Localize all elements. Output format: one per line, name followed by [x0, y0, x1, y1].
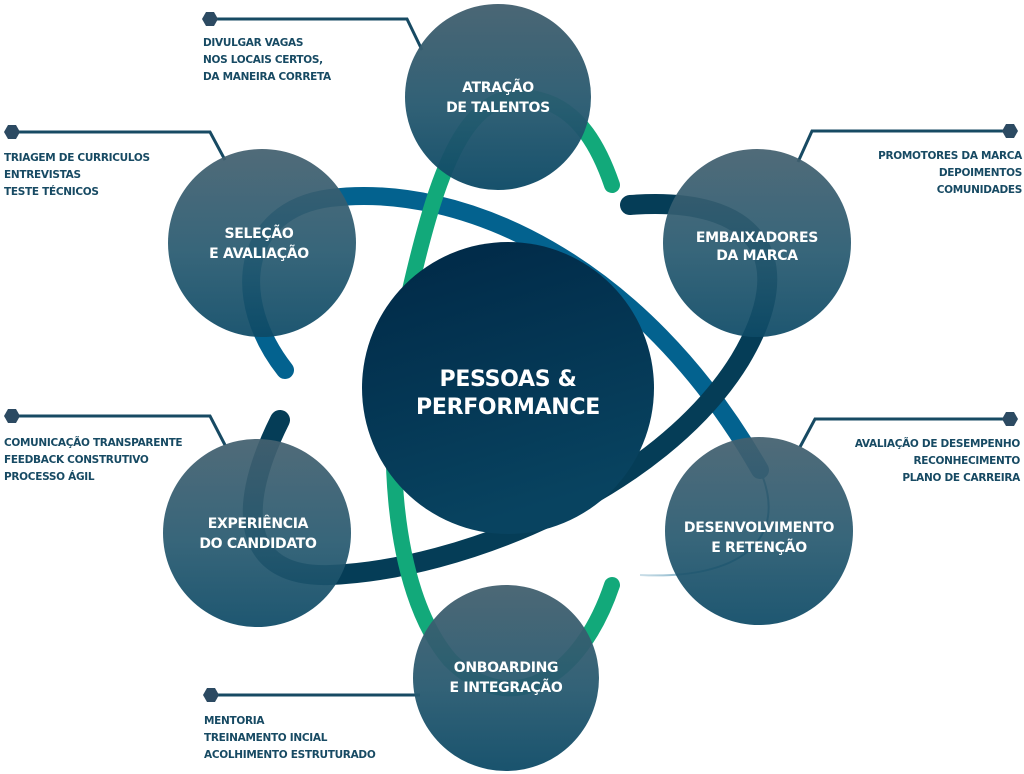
node-circle: [413, 585, 599, 771]
note-item: AVALIAÇÃO DE DESEMPENHO: [854, 438, 1020, 450]
note-item: PROCESSO ÁGIL: [4, 471, 95, 483]
node-circle: [665, 437, 853, 625]
note-item: MENTORIA: [204, 715, 265, 727]
notes-selecao: TRIAGEM DE CURRICULOS ENTREVISTAS TESTE …: [4, 150, 150, 201]
hexagon-icon: [4, 409, 20, 423]
node-label-line1: SELEÇÃO: [224, 225, 293, 242]
note-item: DA MANEIRA CORRETA: [203, 71, 331, 83]
note-item: RECONHECIMENTO: [913, 455, 1020, 467]
node-selecao[interactable]: SELEÇÃO E AVALIAÇÃO: [168, 149, 356, 337]
connector-atracao: [210, 17, 424, 51]
node-label-line1: ATRAÇÃO: [462, 79, 534, 96]
notes-atracao: DIVULGAR VAGAS NOS LOCAIS CERTOS, DA MAN…: [203, 35, 331, 86]
note-item: PLANO DE CARREIRA: [902, 472, 1020, 484]
center-circle: [362, 242, 654, 534]
note-item: TRIAGEM DE CURRICULOS: [4, 152, 150, 164]
node-onboarding[interactable]: ONBOARDING E INTEGRAÇÃO: [413, 585, 599, 771]
note-item: ENTREVISTAS: [4, 169, 81, 181]
node-label-line2: DA MARCA: [716, 248, 798, 264]
node-label-line2: E AVALIAÇÃO: [209, 245, 309, 262]
node-circle: [163, 439, 351, 627]
notes-experiencia: COMUNICAÇÃO TRANSPARENTE FEEDBACK CONSTR…: [4, 435, 183, 486]
connector-embaixadores: [796, 129, 1008, 163]
notes-onboarding: MENTORIA TREINAMENTO INCIAL ACOLHIMENTO …: [204, 713, 376, 764]
notes-embaixadores: PROMOTORES DA MARCA DEPOIMENTOS COMUNIDA…: [878, 148, 1022, 199]
node-experiencia[interactable]: EXPERIÊNCIA DO CANDIDATO: [163, 439, 351, 627]
node-desenvolvimento[interactable]: DESENVOLVIMENTO E RETENÇÃO: [665, 437, 853, 625]
node-circle: [405, 4, 591, 190]
hexagon-icon: [1002, 412, 1018, 426]
notes-desenvolvimento: AVALIAÇÃO DE DESEMPENHO RECONHECIMENTO P…: [855, 436, 1020, 487]
center-title-line2: PERFORMANCE: [416, 395, 600, 420]
node-circle: [168, 149, 356, 337]
connectors: [4, 12, 1018, 702]
note-item: TREINAMENTO INCIAL: [204, 732, 328, 744]
note-item: COMUNICAÇÃO TRANSPARENTE: [4, 437, 183, 449]
note-item: FEEDBACK CONSTRUTIVO: [4, 454, 149, 466]
connector-desenvolvimento: [798, 417, 1008, 448]
node-circle: [663, 149, 851, 337]
node-label-line2: E INTEGRAÇÃO: [450, 679, 563, 696]
hexagon-icon: [203, 688, 219, 702]
note-item: PROMOTORES DA MARCA: [878, 150, 1022, 162]
note-item: DIVULGAR VAGAS: [203, 37, 304, 49]
node-label-line2: E RETENÇÃO: [711, 539, 807, 556]
center-node: PESSOAS & PERFORMANCE: [362, 242, 654, 534]
connector-selecao: [14, 130, 227, 161]
node-label-line1: EXPERIÊNCIA: [208, 515, 309, 532]
node-atracao[interactable]: ATRAÇÃO DE TALENTOS: [405, 4, 591, 190]
hexagon-icon: [1002, 124, 1018, 138]
note-item: TESTE TÉCNICOS: [4, 186, 99, 198]
note-item: DEPOIMENTOS: [938, 167, 1022, 179]
note-item: ACOLHIMENTO ESTRUTURADO: [204, 749, 376, 761]
node-embaixadores[interactable]: EMBAIXADORES DA MARCA: [663, 149, 851, 337]
node-label-line1: DESENVOLVIMENTO: [684, 520, 835, 536]
node-label-line2: DO CANDIDATO: [199, 536, 317, 552]
center-title-line1: PESSOAS &: [440, 367, 577, 392]
hexagon-icon: [202, 12, 218, 26]
node-label-line1: ONBOARDING: [454, 660, 558, 676]
note-item: NOS LOCAIS CERTOS,: [203, 54, 323, 66]
note-item: COMUNIDADES: [936, 184, 1023, 196]
node-label-line1: EMBAIXADORES: [696, 230, 818, 246]
hexagon-icon: [4, 125, 20, 139]
connector-experiencia: [14, 414, 227, 446]
node-label-line2: DE TALENTOS: [446, 100, 550, 116]
